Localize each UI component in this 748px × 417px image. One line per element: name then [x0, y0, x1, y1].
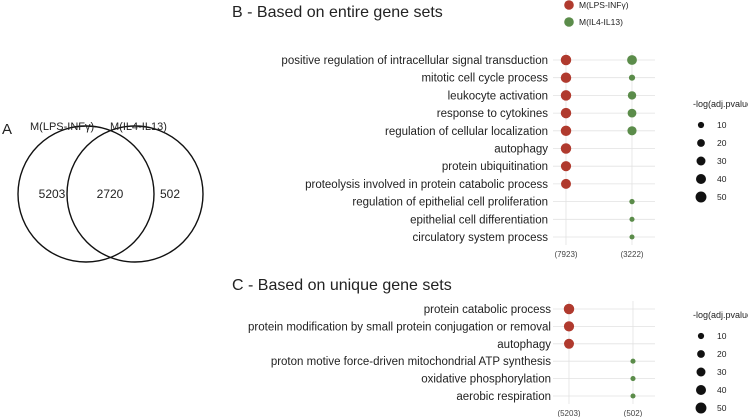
column-tick-label: (7923): [554, 250, 577, 259]
panel-b-title: B - Based on entire gene sets: [232, 4, 443, 21]
venn-count-only2: 502: [160, 187, 180, 201]
term-label: aerobic respiration: [456, 391, 551, 403]
venn-diagram: A M(LPS-INFγ) M(IL4-IL13) 5203 2720 502: [2, 121, 204, 263]
term-label: oxidative phosphorylation: [421, 374, 551, 386]
size-legend-dot: [696, 156, 706, 166]
group-legend: M(LPS-INFγ) M(IL4-IL13): [564, 0, 629, 27]
venn-panel-letter: A: [2, 121, 12, 138]
term-label: autophagy: [497, 339, 551, 351]
venn-circle-set1: [17, 125, 155, 263]
size-legend-label: 10: [717, 331, 727, 341]
venn-count-both: 2720: [97, 187, 124, 201]
term-label: autophagy: [494, 144, 548, 156]
size-legend-dot: [695, 402, 707, 414]
panel-c-title: C - Based on unique gene sets: [232, 277, 452, 294]
term-label: leukocyte activation: [448, 90, 548, 102]
legend-group2-label: M(IL4-IL13): [579, 17, 623, 27]
enrichment-dot: [629, 198, 635, 205]
panel-b-dot-plot: positive regulation of intracellular sig…: [281, 52, 655, 259]
term-label: response to cytokines: [437, 108, 548, 120]
panel-c-dot-plot: protein catabolic process protein modific…: [248, 301, 655, 417]
term-label: epithelial cell differentiation: [410, 214, 548, 226]
size-legend-label: 20: [717, 349, 727, 359]
venn-set1-label: M(LPS-INFγ): [30, 121, 94, 133]
enrichment-dot: [560, 107, 572, 119]
size-legend-label: 20: [717, 138, 727, 148]
size-legend-label: 30: [717, 367, 727, 377]
panel-b-size-legend: -log(adj.pvalue) 10 20 30 40 50: [693, 99, 748, 203]
enrichment-dot: [630, 358, 636, 364]
term-label: protein catabolic process: [424, 304, 551, 316]
size-legend-title: -log(adj.pvalue): [693, 310, 748, 320]
size-legend-dot: [697, 332, 705, 340]
size-legend-title: -log(adj.pvalue): [693, 99, 748, 109]
venn-count-only1: 5203: [39, 187, 66, 201]
column-tick-label: (502): [624, 409, 643, 417]
term-label: proteolysis involved in protein cataboli…: [305, 179, 548, 191]
term-label: proton motive force-driven mitochondrial…: [271, 356, 551, 368]
enrichment-dot: [564, 338, 574, 349]
enrichment-dot: [627, 108, 637, 118]
size-legend-dot: [695, 191, 707, 203]
size-legend-dot: [697, 121, 705, 129]
size-legend-label: 30: [717, 156, 727, 166]
legend-group1-label: M(LPS-INFγ): [579, 0, 629, 10]
legend-group2-dot: [564, 17, 574, 27]
enrichment-dot: [563, 321, 575, 332]
enrichment-dot: [563, 303, 575, 315]
column-tick-label: (5203): [557, 409, 580, 417]
term-label: regulation of cellular localization: [385, 126, 548, 138]
size-legend-dot: [696, 174, 706, 184]
enrichment-dot: [561, 178, 571, 189]
term-label: positive regulation of intracellular sig…: [281, 55, 548, 67]
size-legend-label: 40: [717, 385, 727, 395]
venn-circle-set2: [66, 125, 204, 263]
enrichment-dot: [630, 376, 636, 382]
column-tick-label: (3222): [620, 250, 643, 259]
size-legend-label: 40: [717, 174, 727, 184]
venn-set2-label: M(IL4-IL13): [110, 121, 167, 133]
enrichment-dot: [629, 216, 635, 222]
size-legend-dot: [696, 385, 706, 395]
size-legend-label: 50: [717, 192, 727, 202]
legend-group1-dot: [564, 0, 574, 10]
enrichment-dot: [560, 161, 572, 172]
enrichment-dot: [627, 55, 637, 65]
enrichment-dot: [627, 91, 637, 100]
size-legend-dot: [697, 139, 705, 147]
term-label: circulatory system process: [413, 232, 549, 244]
enrichment-dot: [630, 393, 636, 399]
term-label: regulation of epithelial cell proliferat…: [352, 197, 548, 209]
size-legend-label: 50: [717, 403, 727, 413]
enrichment-dot: [560, 125, 572, 137]
enrichment-dot: [560, 54, 572, 66]
panel-c-size-legend: -log(adj.pvalue) 10 20 30 40 50: [693, 310, 748, 414]
term-label: protein ubiquitination: [442, 161, 548, 173]
enrichment-dot: [629, 234, 635, 240]
term-label: mitotic cell cycle process: [421, 73, 548, 85]
enrichment-dot: [560, 72, 572, 83]
term-label: protein modification by small protein co…: [248, 321, 551, 333]
size-legend-dot: [697, 350, 705, 358]
enrichment-dot: [560, 90, 572, 101]
enrichment-dot: [560, 143, 572, 154]
size-legend-dot: [696, 367, 706, 377]
enrichment-dot: [627, 126, 637, 136]
size-legend-label: 10: [717, 120, 727, 130]
enrichment-dot: [628, 74, 636, 81]
